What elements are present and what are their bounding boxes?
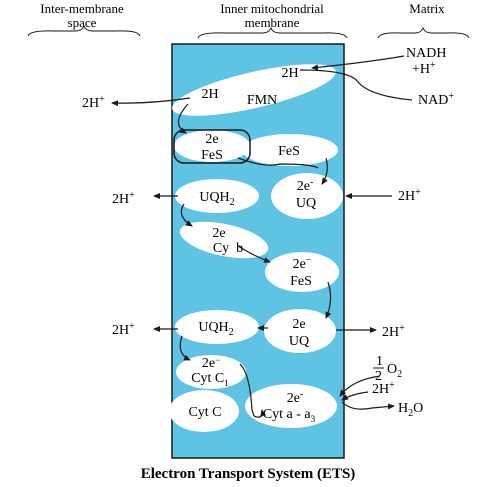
cyt-c-blob xyxy=(169,390,239,432)
h-plus-label: +H+ xyxy=(412,60,436,77)
fes-blob-2 xyxy=(265,252,339,292)
fes-to-fes-arrow xyxy=(237,157,319,169)
uqh2-blob-2 xyxy=(175,310,259,344)
cyt-aa3-blob xyxy=(245,384,337,428)
fes2-label: FeS xyxy=(278,144,300,159)
uq-blob-2 xyxy=(264,309,336,353)
uq1-label: UQ xyxy=(296,196,316,211)
uq2-label: UQ xyxy=(289,334,309,349)
cyb-to-fes-arrow xyxy=(237,245,271,263)
uqh2-blob-1 xyxy=(175,179,259,213)
fes1-2e-label: 2e xyxy=(205,132,218,147)
header-intermembrane-line2: space xyxy=(68,15,97,30)
ims-proton-3: 2H+ xyxy=(112,321,135,338)
ims-proton-1: 2H+ xyxy=(82,94,105,111)
cytaa3-2e-label: 2e- xyxy=(287,389,304,406)
intermembrane-brace xyxy=(27,24,141,37)
fmn-to-fes-arrow xyxy=(177,103,189,134)
nad-label: NAD+ xyxy=(418,91,454,108)
header-intermembrane-line1: Inter-membrane xyxy=(40,1,124,16)
fes1-label: FeS xyxy=(201,148,223,163)
header-inner-membrane-line2: membrane xyxy=(245,15,300,30)
cyb-blob xyxy=(179,221,269,259)
oxygen-to-cytaa3-arrow xyxy=(339,375,381,397)
water-proton-label: 2H+ xyxy=(372,380,395,397)
fes-to-uq2-arrow xyxy=(325,281,332,319)
cytc1-to-cytaa3-arrow xyxy=(239,363,267,418)
fes-2e-blob xyxy=(174,130,250,162)
nadh-label: NADH xyxy=(406,46,446,61)
matrix-proton-1: 2H+ xyxy=(398,187,421,204)
fes-to-uq-arrow xyxy=(321,157,328,185)
cytc1-2e-label: 2e− xyxy=(202,355,220,371)
water-label: H2O xyxy=(398,401,423,419)
uqh2-to-cyb-arrow xyxy=(180,203,193,227)
fes3-2e-label: 2e− xyxy=(293,255,312,272)
nadh-to-fmn-arrow xyxy=(311,55,405,71)
uq2-2e-label: 2e xyxy=(292,317,305,332)
fmn-2h-left-label: 2H xyxy=(201,87,218,102)
cyb-label: Cy b xyxy=(213,241,243,256)
cyt-c1-blob xyxy=(176,355,246,389)
matrix-brace xyxy=(377,26,470,39)
header-inner-membrane-line1: Inner mitochondrial xyxy=(220,1,324,16)
cytc-label: Cyt C xyxy=(188,405,221,420)
fes3-label: FeS xyxy=(290,274,312,289)
fmn-2h-right-label: 2H xyxy=(281,66,298,81)
uqh2-1-label: UQH2 xyxy=(199,190,234,208)
uq1-2e-label: 2e- xyxy=(297,177,314,194)
header-matrix: Matrix xyxy=(409,1,445,16)
nad-release-curve xyxy=(299,69,413,101)
cytc1-label: Cyt C1 xyxy=(191,371,229,388)
diagram-caption: Electron Transport System (ETS) xyxy=(141,466,356,482)
cyb-2e-label: 2e xyxy=(212,226,225,241)
complex-i-blob xyxy=(172,64,336,116)
half-numerator: 1 xyxy=(376,354,383,369)
inner-membrane-brace xyxy=(197,26,348,39)
ims-proton-2: 2H+ xyxy=(112,190,135,207)
fmn-label: FMN xyxy=(247,93,277,108)
uqh2-2-label: UQH2 xyxy=(198,320,233,338)
fmn-to-ims-proton-arrow xyxy=(111,97,191,107)
water-proton-to-cytaa3-arrow xyxy=(341,391,369,401)
oxygen-label: O2 xyxy=(387,362,402,380)
fes-2e-box xyxy=(173,129,251,164)
cytaa3-to-water-arrow xyxy=(341,401,395,410)
fes-blob xyxy=(242,134,338,166)
matrix-proton-2: 2H+ xyxy=(382,323,405,340)
cytaa3-label: Cyt a - a3 xyxy=(263,407,316,424)
uqh2-to-cytc1-arrow xyxy=(179,335,191,361)
